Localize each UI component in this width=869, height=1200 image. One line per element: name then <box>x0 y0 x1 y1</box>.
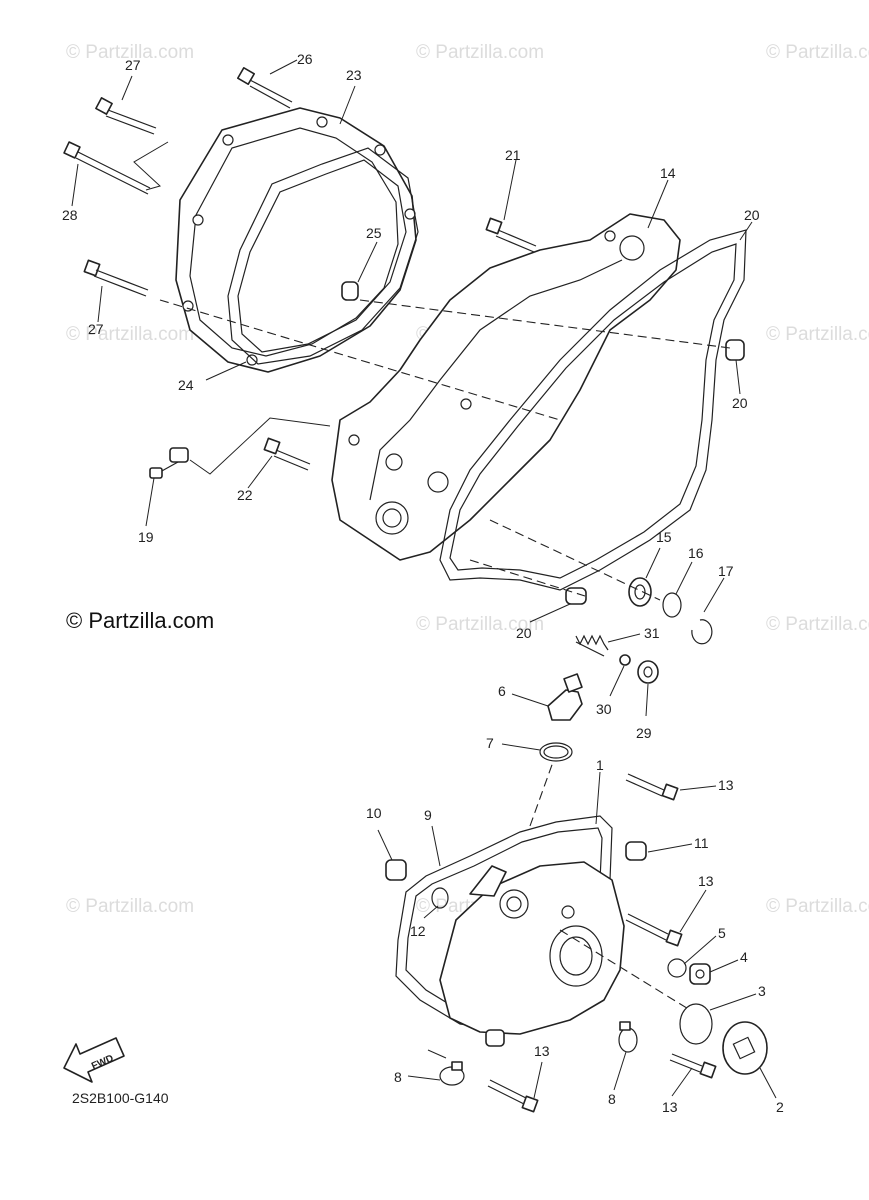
callout-22: 22 <box>237 487 253 503</box>
fwd-arrow-icon: FWD <box>63 1037 125 1083</box>
callout-19: 20 <box>744 207 760 223</box>
plug-4 <box>689 963 711 985</box>
callout-21: 21 <box>505 147 521 163</box>
bolt-21 <box>485 217 537 253</box>
circlip-17 <box>691 619 713 645</box>
callout-28: 28 <box>62 207 78 223</box>
callout-27: 27 <box>88 321 104 337</box>
callout-3: 3 <box>758 983 766 999</box>
seal-15 <box>628 577 652 607</box>
bolt-28 <box>63 141 151 195</box>
clutch-cover-23 <box>175 107 417 373</box>
callout-17: 17 <box>718 563 734 579</box>
callout-26: 26 <box>297 51 313 67</box>
plug-6 <box>547 673 583 721</box>
dowel-20-lower <box>565 587 587 605</box>
ball-30 <box>619 654 631 666</box>
callout-14: 14 <box>660 165 676 181</box>
gasket-19 <box>439 229 747 591</box>
clamp-8-left <box>439 1061 465 1086</box>
clamp-8-right <box>618 1021 638 1053</box>
watermark: © Partzilla.com <box>766 324 869 345</box>
assembly-lines <box>133 141 731 1059</box>
callout-16: 16 <box>688 545 704 561</box>
watermark: © Partzilla.com <box>66 42 194 63</box>
callout-10: 11 <box>694 835 709 851</box>
callout-20: 20 <box>516 625 532 641</box>
callout-11: 12 <box>410 923 426 939</box>
plug-2 <box>722 1021 768 1075</box>
callout-12: 13 <box>698 873 714 889</box>
bolt-13-right <box>669 1053 717 1079</box>
callout-5: 5 <box>718 925 726 941</box>
watermark: © Partzilla.com <box>766 896 869 917</box>
callout-2: 2 <box>776 1099 784 1115</box>
o-ring-7 <box>539 742 573 762</box>
callouts: 26 27 23 28 25 27 24 21 14 20 20 22 19 1… <box>62 51 784 1115</box>
bolt-27-lower <box>83 259 149 297</box>
diagram-code: 2S2B100-G140 <box>72 1090 169 1106</box>
callout-13: 13 <box>534 1043 550 1059</box>
callout-1: 1 <box>596 757 604 773</box>
bolt-13-top <box>625 773 679 801</box>
watermark: © Partzilla.com <box>416 42 544 63</box>
callout-30: 30 <box>596 701 612 717</box>
callout-29: 29 <box>636 725 652 741</box>
callout-6: 6 <box>498 683 506 699</box>
callout-31: 31 <box>644 625 660 641</box>
copyright-label: © Partzilla.com <box>66 608 215 633</box>
callout-8: 8 <box>394 1069 402 1085</box>
o-ring-3 <box>679 1003 713 1045</box>
gasket-24 <box>227 147 419 365</box>
callout-13: 13 <box>718 777 734 793</box>
bolt-12 <box>625 913 683 947</box>
dowel-10-right <box>625 841 647 861</box>
callout-10: 10 <box>366 805 382 821</box>
collar-29 <box>637 660 659 684</box>
watermark: © Partzilla.com <box>66 324 194 345</box>
crankcase-cover-14 <box>331 213 681 561</box>
watermark: © Partzilla.com <box>66 896 194 917</box>
washer-5 <box>667 958 687 978</box>
dowel-25 <box>341 281 359 301</box>
watermark: © Partzilla.com <box>766 42 869 63</box>
callout-20: 20 <box>732 395 748 411</box>
callout-13: 13 <box>662 1099 678 1115</box>
bolt-27-upper <box>95 97 157 135</box>
spring-31 <box>575 634 609 657</box>
bolt-26 <box>237 67 293 109</box>
callout-18: 19 <box>138 529 154 545</box>
watermark: © Partzilla.com <box>766 614 869 635</box>
callout-15: 15 <box>656 529 672 545</box>
callout-9: 9 <box>424 807 432 823</box>
callout-7: 7 <box>486 735 494 751</box>
callout-24: 24 <box>178 377 194 393</box>
washer-16 <box>662 592 682 618</box>
callout-4: 4 <box>740 949 748 965</box>
dowel-20-right <box>725 339 745 361</box>
ring-11 <box>431 887 449 909</box>
pin-18 <box>149 447 189 479</box>
dowel-10-left <box>385 859 407 881</box>
callout-23: 23 <box>346 67 362 83</box>
callout-8: 8 <box>608 1091 616 1107</box>
water-pump-cover-1 <box>439 861 625 1047</box>
callout-25: 25 <box>366 225 382 241</box>
watermark: © Partzilla.com <box>416 614 544 635</box>
bolt-13-bottom <box>487 1079 539 1113</box>
callout-27: 27 <box>125 57 141 73</box>
bolt-22 <box>263 437 311 471</box>
